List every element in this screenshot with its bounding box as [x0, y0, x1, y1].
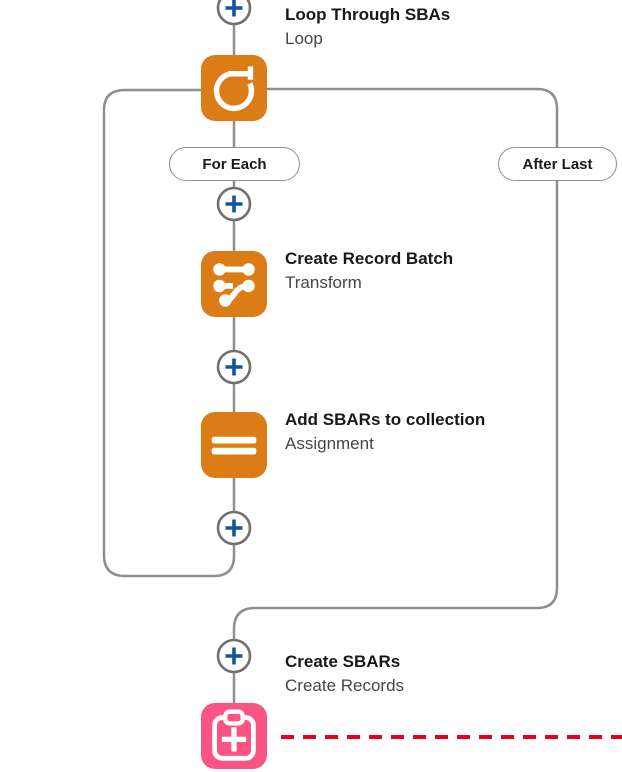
connector-loop-back — [102, 88, 236, 578]
node-label-assignment: Add SBARs to collection Assignment — [285, 408, 485, 456]
node-subtitle: Assignment — [285, 434, 374, 453]
add-element-button-after-transform[interactable] — [216, 349, 252, 385]
plus-icon — [225, 195, 243, 213]
add-element-button-for-each[interactable] — [216, 186, 252, 222]
node-title: Loop Through SBAs — [285, 5, 451, 24]
node-label-create-records: Create SBARs Create Records — [285, 650, 404, 698]
after-last-connector-label: After Last — [498, 147, 617, 181]
add-element-button-top[interactable] — [216, 0, 252, 26]
node-subtitle: Create Records — [285, 676, 405, 695]
node-label-loop: Loop Through SBAs Loop — [285, 3, 450, 51]
transform-icon — [213, 263, 255, 307]
assignment-icon — [211, 436, 257, 455]
create-records-icon — [212, 709, 256, 761]
connector-after-last — [232, 87, 559, 640]
node-label-transform: Create Record Batch Transform — [285, 247, 453, 295]
add-element-button-after-assignment[interactable] — [216, 510, 252, 546]
loop-element-node[interactable] — [201, 55, 267, 121]
node-subtitle: Transform — [285, 273, 362, 292]
node-subtitle: Loop — [285, 29, 323, 48]
loop-icon — [213, 66, 255, 112]
plus-icon — [225, 519, 243, 537]
for-each-connector-label: For Each — [169, 147, 300, 181]
plus-icon — [225, 358, 243, 376]
node-title: Create SBARs — [285, 652, 401, 671]
plus-icon — [225, 647, 243, 665]
node-title: Create Record Batch — [285, 249, 454, 268]
plus-icon — [225, 0, 243, 17]
node-title: Add SBARs to collection — [285, 410, 486, 429]
assignment-element-node[interactable] — [201, 412, 267, 478]
add-element-button-after-last[interactable] — [216, 638, 252, 674]
create-records-element-node[interactable] — [201, 703, 267, 769]
transform-element-node[interactable] — [201, 251, 267, 317]
